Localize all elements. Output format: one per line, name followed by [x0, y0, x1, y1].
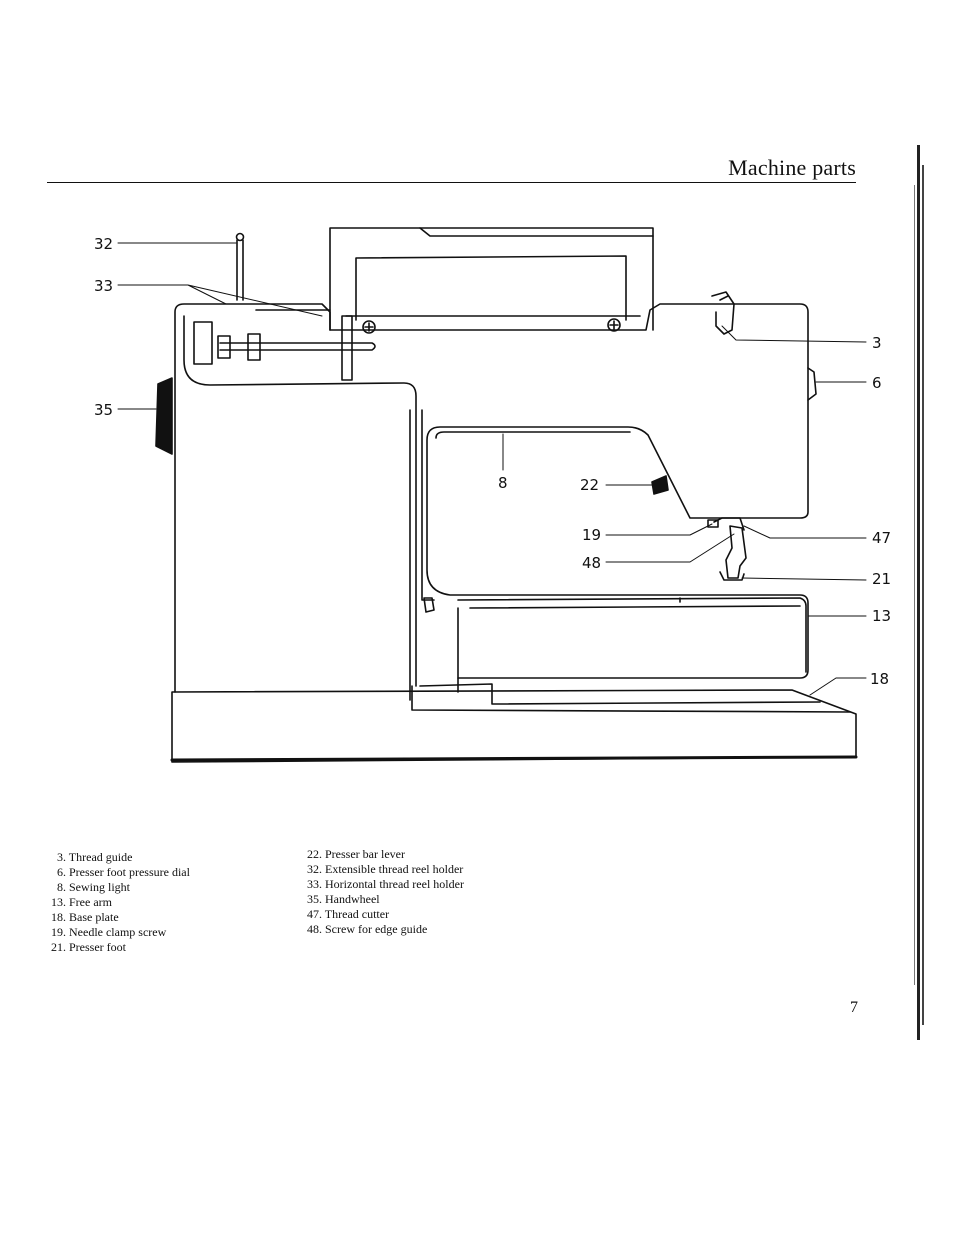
callout-18: 18	[870, 670, 889, 688]
free-arm	[457, 597, 807, 673]
machine-body	[174, 303, 809, 693]
parts-legend-right: 22. Presser bar lever 32. Extensible thr…	[302, 847, 464, 937]
page-number: 7	[850, 999, 858, 1016]
presser-foot	[719, 571, 745, 581]
presser-foot-shank	[725, 525, 747, 579]
callout-19: 19	[582, 526, 601, 544]
callout-6: 6	[872, 374, 882, 392]
header-rule	[47, 182, 856, 183]
pressure-dial	[807, 367, 817, 401]
legend-item: 18. Base plate	[51, 910, 119, 924]
callout-48: 48	[582, 554, 601, 572]
carrying-handle	[329, 227, 654, 331]
legend-item: 13. Free arm	[51, 895, 112, 909]
legend-item: 19. Needle clamp screw	[51, 925, 167, 939]
legend-item: 8. Sewing light	[57, 880, 131, 894]
callout-22: 22	[580, 476, 599, 494]
callout-47: 47	[872, 529, 891, 547]
legend-item: 35. Handwheel	[307, 892, 380, 906]
horizontal-reel-holder	[219, 342, 376, 351]
legend-item: 3. Thread guide	[57, 850, 133, 864]
legend-item: 47. Thread cutter	[307, 907, 390, 921]
legend-item: 48. Screw for edge guide	[307, 922, 428, 936]
callout-13: 13	[872, 607, 891, 625]
legend-item: 21. Presser foot	[51, 940, 126, 954]
thread-guide	[711, 291, 735, 335]
legend-item: 6. Presser foot pressure dial	[57, 865, 190, 879]
presser-bar-lever	[651, 475, 669, 495]
callout-32: 32	[94, 235, 113, 253]
handwheel	[155, 377, 173, 455]
callout-33: 33	[94, 277, 113, 295]
legend-item: 22. Presser bar lever	[307, 847, 405, 861]
callout-8: 8	[498, 474, 508, 492]
callout-3: 3	[872, 334, 882, 352]
callout-21: 21	[872, 570, 891, 588]
page-title: Machine parts	[728, 155, 856, 180]
legend-item: 33. Horizontal thread reel holder	[307, 877, 464, 891]
extensible-reel-holder	[236, 239, 244, 301]
callout-35: 35	[94, 401, 113, 419]
parts-legend-left: 3. Thread guide 6. Presser foot pressure…	[48, 850, 190, 955]
cover-screw-left	[362, 320, 376, 334]
cover-screw-right	[607, 318, 621, 332]
legend-item: 32. Extensible thread reel holder	[307, 862, 464, 876]
base-plate	[171, 689, 857, 763]
needle-clamp-screw	[707, 519, 719, 528]
page-binding-edge	[914, 145, 924, 1040]
